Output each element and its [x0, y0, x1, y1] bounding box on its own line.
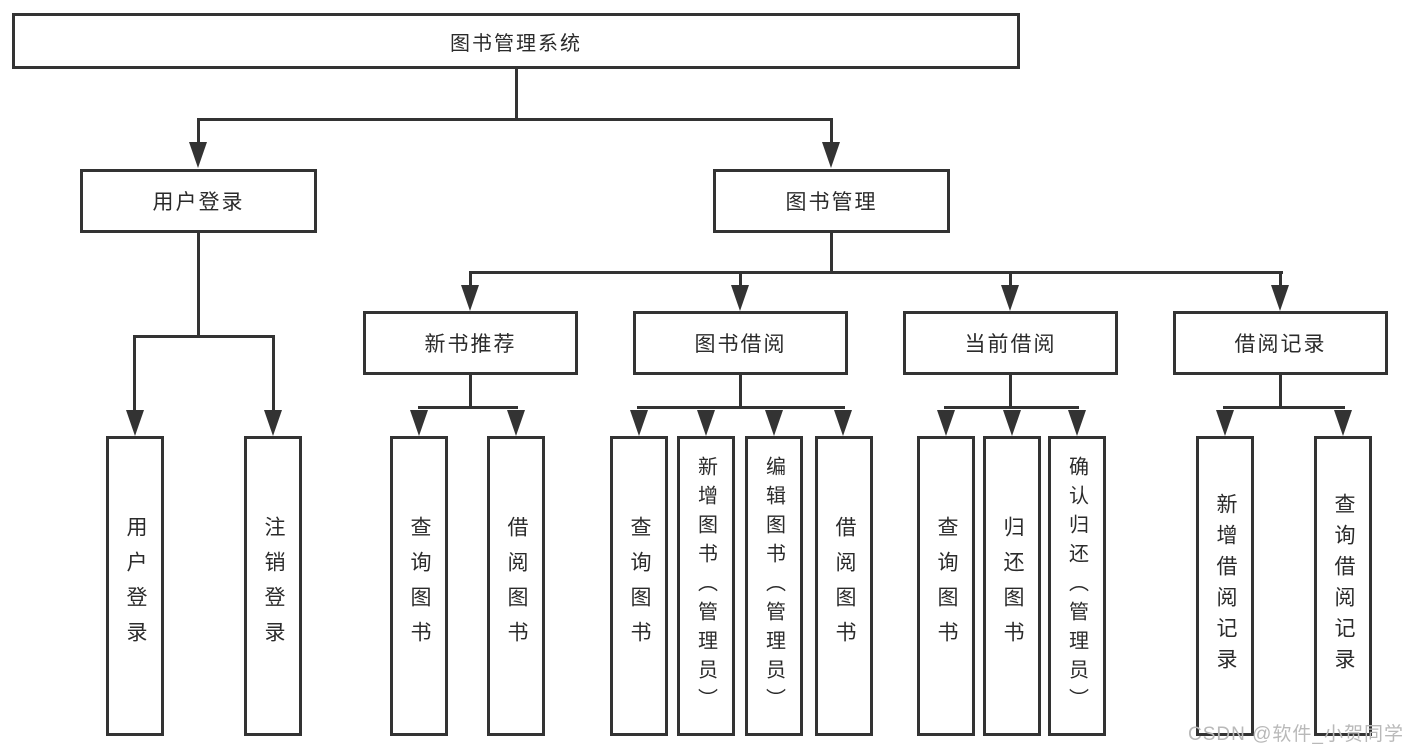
- arrow-down-icon: [461, 285, 479, 311]
- leaf-add-borrowing-record: 新增借阅记录: [1196, 436, 1254, 736]
- arrow-down-icon: [630, 410, 648, 436]
- arrow-down-icon: [189, 142, 207, 168]
- connector-line: [830, 233, 833, 273]
- connector-line: [830, 118, 833, 144]
- arrow-down-icon: [765, 410, 783, 436]
- connector-line: [739, 375, 742, 408]
- arrow-down-icon: [1216, 410, 1234, 436]
- arrow-down-icon: [507, 410, 525, 436]
- leaf-confirm-return-admin: 确认归还（管理员）: [1048, 436, 1106, 736]
- connector-line: [133, 335, 275, 338]
- connector-line: [469, 271, 1283, 274]
- connector-line: [739, 271, 742, 287]
- node-borrowing-records: 借阅记录: [1173, 311, 1388, 375]
- leaf-add-books-admin: 新增图书（管理员）: [677, 436, 735, 736]
- arrow-down-icon: [1003, 410, 1021, 436]
- connector-line: [944, 406, 1079, 409]
- node-library-management-system: 图书管理系统: [12, 13, 1020, 69]
- csdn-watermark: CSDN @软件_小贺同学: [1188, 724, 1404, 745]
- connector-line: [469, 271, 472, 287]
- arrow-down-icon: [1068, 410, 1086, 436]
- arrow-down-icon: [1334, 410, 1352, 436]
- arrow-down-icon: [937, 410, 955, 436]
- leaf-recommend-borrow-books: 借阅图书: [487, 436, 545, 736]
- arrow-down-icon: [126, 410, 144, 436]
- arrow-down-icon: [822, 142, 840, 168]
- node-new-book-recommendation: 新书推荐: [363, 311, 578, 375]
- connector-line: [197, 233, 200, 335]
- arrow-down-icon: [1271, 285, 1289, 311]
- connector-line: [515, 69, 518, 118]
- connector-line: [469, 375, 472, 408]
- leaf-current-query-books: 查询图书: [917, 436, 975, 736]
- connector-line: [1223, 406, 1345, 409]
- connector-line: [637, 406, 845, 409]
- leaf-query-borrowing-record: 查询借阅记录: [1314, 436, 1372, 736]
- connector-line: [418, 406, 518, 409]
- connector-line: [197, 118, 200, 144]
- node-user-login: 用户登录: [80, 169, 317, 233]
- node-book-borrowing: 图书借阅: [633, 311, 848, 375]
- leaf-borrowing-query-books: 查询图书: [610, 436, 668, 736]
- connector-line: [272, 335, 275, 410]
- connector-line: [197, 118, 833, 121]
- leaf-edit-books-admin: 编辑图书（管理员）: [745, 436, 803, 736]
- connector-line: [1009, 271, 1012, 287]
- leaf-recommend-query-books: 查询图书: [390, 436, 448, 736]
- arrow-down-icon: [731, 285, 749, 311]
- node-current-borrowing: 当前借阅: [903, 311, 1118, 375]
- arrow-down-icon: [697, 410, 715, 436]
- arrow-down-icon: [264, 410, 282, 436]
- arrow-down-icon: [410, 410, 428, 436]
- leaf-user-login: 用户登录: [106, 436, 164, 736]
- connector-line: [1279, 271, 1282, 287]
- leaf-return-books: 归还图书: [983, 436, 1041, 736]
- leaf-logout: 注销登录: [244, 436, 302, 736]
- arrow-down-icon: [1001, 285, 1019, 311]
- connector-line: [1279, 375, 1282, 408]
- connector-line: [1009, 375, 1012, 408]
- arrow-down-icon: [834, 410, 852, 436]
- node-book-management: 图书管理: [713, 169, 950, 233]
- connector-line: [133, 335, 136, 410]
- leaf-borrow-books: 借阅图书: [815, 436, 873, 736]
